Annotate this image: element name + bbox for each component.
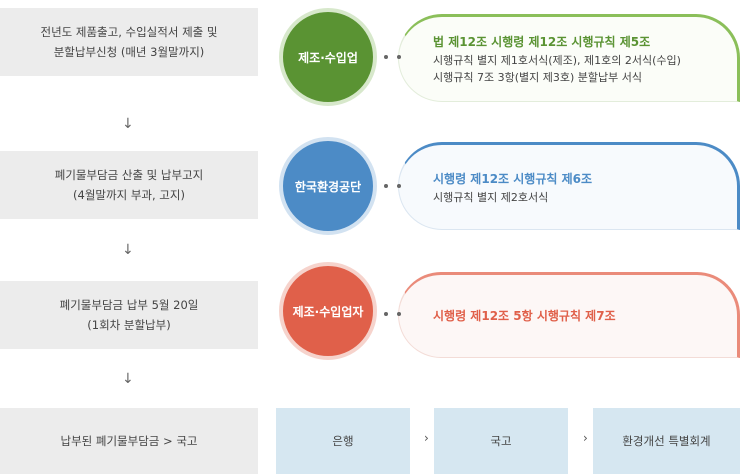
flow-bank: 은행 xyxy=(276,408,410,474)
arrow-down-icon: ↓ xyxy=(122,242,134,258)
chevron-right-icon: › xyxy=(424,431,429,445)
actor-circle-3-label: 제조·수입업자 xyxy=(292,304,364,319)
chevron-right-icon: › xyxy=(583,431,588,445)
connector-dot xyxy=(397,312,401,316)
step-2-line-2: (4월말까지 부과, 고지) xyxy=(73,188,185,202)
law-panel-1-title: 법 제12조 시행령 제12조 시행규칙 제5조 xyxy=(433,35,651,49)
step-4-box: 납부된 폐기물부담금 > 국고 xyxy=(0,408,258,474)
connector-dot xyxy=(384,312,388,316)
step-3-line-2: (1회차 분할납부) xyxy=(87,318,171,332)
law-panel-1-line-1: 시행규칙 별지 제1호서식(제조), 제1호의 2서식(수입) xyxy=(433,54,681,67)
actor-circle-manufacturer: 제조·수입업 xyxy=(279,8,377,106)
arrow-down-icon: ↓ xyxy=(122,371,134,387)
actor-circle-2-label: 한국환경공단 xyxy=(294,179,362,194)
step-3-line-1: 폐기물부담금 납부 5월 20일 xyxy=(59,298,199,312)
connector-dot xyxy=(397,184,401,188)
law-panel-2-line-1: 시행규칙 별지 제2호서식 xyxy=(433,190,549,204)
flow-treasury-label: 국고 xyxy=(490,434,512,448)
actor-circle-1-label: 제조·수입업 xyxy=(298,50,358,65)
step-1-line-1: 전년도 제품출고, 수입실적서 제출 및 xyxy=(40,25,218,39)
law-panel-1-line-2: 시행규칙 7조 3항(별지 제3호) 분할납부 서식 xyxy=(433,71,642,84)
law-panel-3-title: 시행령 제12조 5항 시행규칙 제7조 xyxy=(433,309,616,323)
law-panel-2: 시행령 제12조 시행규칙 제6조 시행규칙 별지 제2호서식 xyxy=(398,142,740,230)
flow-treasury: 국고 xyxy=(434,408,568,474)
law-panel-2-title: 시행령 제12조 시행규칙 제6조 xyxy=(433,171,593,186)
flow-bank-label: 은행 xyxy=(332,434,354,448)
actor-circle-keco: 한국환경공단 xyxy=(279,137,377,235)
flow-env-fund-label: 환경개선 특별회계 xyxy=(622,434,711,448)
step-2-line-1: 폐기물부담금 산출 및 납부고지 xyxy=(54,168,204,182)
step-1-box: 전년도 제품출고, 수입실적서 제출 및 분할납부신청 (매년 3월말까지) xyxy=(0,8,258,76)
flow-env-fund: 환경개선 특별회계 xyxy=(593,408,740,474)
step-4-line-1: 납부된 폐기물부담금 > 국고 xyxy=(60,434,198,448)
connector-dot xyxy=(384,184,388,188)
law-panel-1: 법 제12조 시행령 제12조 시행규칙 제5조 시행규칙 별지 제1호서식(제… xyxy=(398,14,740,102)
step-1-line-2: 분할납부신청 (매년 3월말까지) xyxy=(53,45,205,59)
connector-dot xyxy=(384,55,388,59)
connector-dot xyxy=(397,55,401,59)
arrow-down-icon: ↓ xyxy=(122,116,134,132)
step-3-box: 폐기물부담금 납부 5월 20일 (1회차 분할납부) xyxy=(0,281,258,349)
step-2-box: 폐기물부담금 산출 및 납부고지 (4월말까지 부과, 고지) xyxy=(0,151,258,219)
law-panel-3: 시행령 제12조 5항 시행규칙 제7조 xyxy=(398,272,740,358)
actor-circle-manufacturer-importer: 제조·수입업자 xyxy=(279,262,377,360)
